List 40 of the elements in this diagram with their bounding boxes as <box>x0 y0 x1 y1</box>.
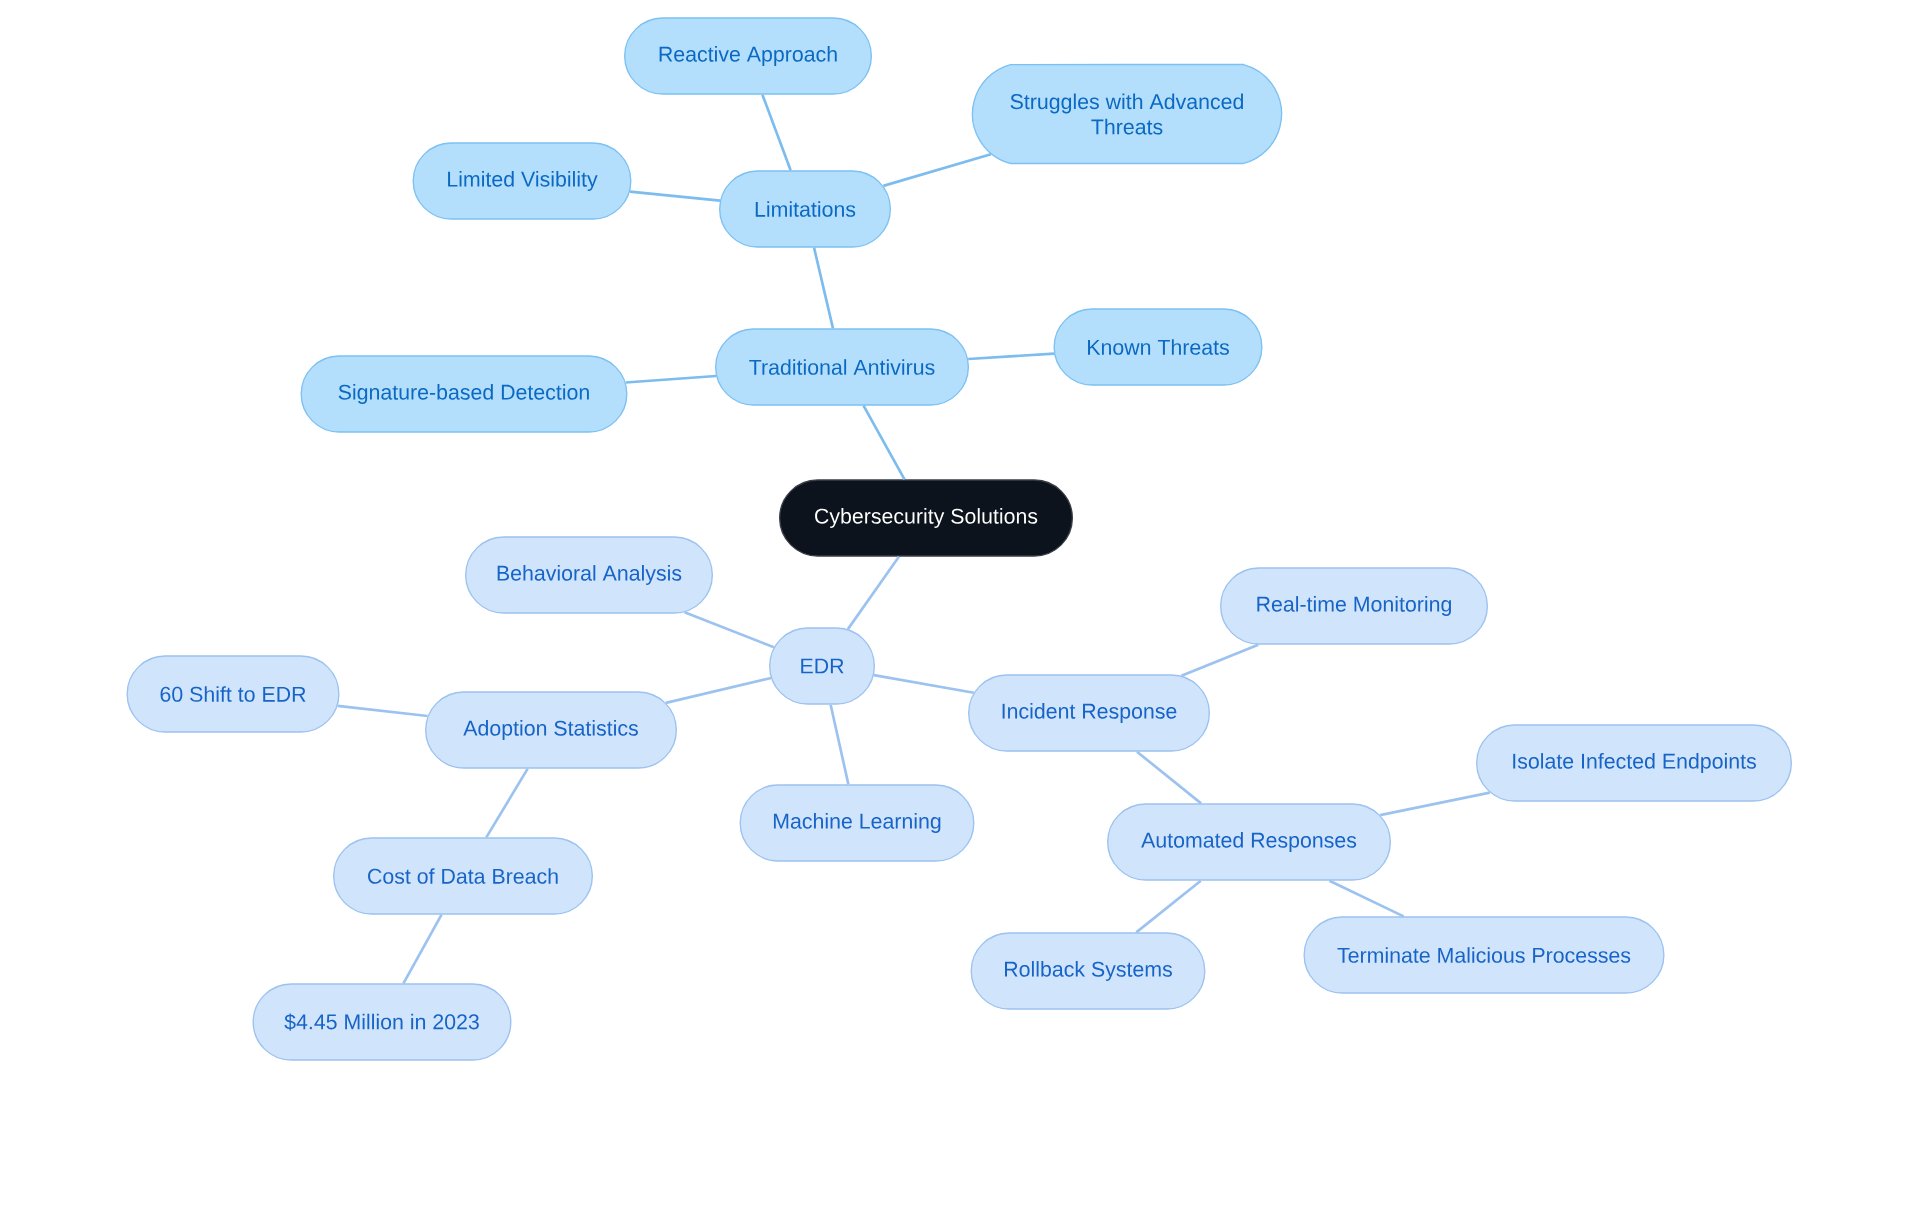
connector-line <box>665 676 772 705</box>
topic-box: Reactive Approach <box>624 17 872 95</box>
connector-line <box>485 768 529 839</box>
topic-box: Isolate Infected Endpoints <box>1476 724 1792 802</box>
central-topic-box: Cybersecurity Solutions <box>779 479 1073 557</box>
topic-box: Cost of Data Breach <box>333 837 593 915</box>
connector-line <box>761 94 792 171</box>
connector-line <box>337 704 428 718</box>
topic-box: Struggles with Advanced Threats <box>971 63 1283 165</box>
topic-box: Behavioral Analysis <box>465 536 713 614</box>
connector-line <box>829 704 850 785</box>
connector-line <box>882 152 992 188</box>
topic-box: Automated Responses <box>1107 803 1391 881</box>
connector-line <box>629 190 721 202</box>
connector-line <box>968 352 1055 361</box>
connector-line <box>1136 750 1202 805</box>
topic-box: Limitations <box>719 170 891 248</box>
connector-line <box>402 914 443 984</box>
topic-box: EDR <box>769 627 875 705</box>
topic-box: 60 Shift to EDR <box>126 655 340 733</box>
topic-box: Known Threats <box>1053 308 1263 386</box>
topic-box: Rollback Systems <box>970 932 1206 1010</box>
topic-box: $4.45 Million in 2023 <box>252 983 512 1061</box>
topic-box: Incident Response <box>968 674 1210 752</box>
connector-line <box>873 673 974 695</box>
connector-line <box>812 247 835 329</box>
connector-line <box>1135 879 1202 934</box>
connector-line <box>625 374 717 384</box>
topic-box: Real-time Monitoring <box>1220 567 1488 645</box>
connector-line <box>684 611 775 649</box>
topic-box: Adoption Statistics <box>425 691 677 769</box>
topic-box: Machine Learning <box>739 784 975 862</box>
topic-box: Signature-based Detection <box>300 355 628 433</box>
connector-line <box>1180 643 1259 677</box>
topic-box: Traditional Antivirus <box>715 328 969 406</box>
connector-line <box>846 555 900 630</box>
topic-box: Limited Visibility <box>412 142 632 220</box>
connector-line <box>1379 791 1491 817</box>
topic-box: Terminate Malicious Processes <box>1303 916 1665 994</box>
connector-line <box>862 405 906 480</box>
